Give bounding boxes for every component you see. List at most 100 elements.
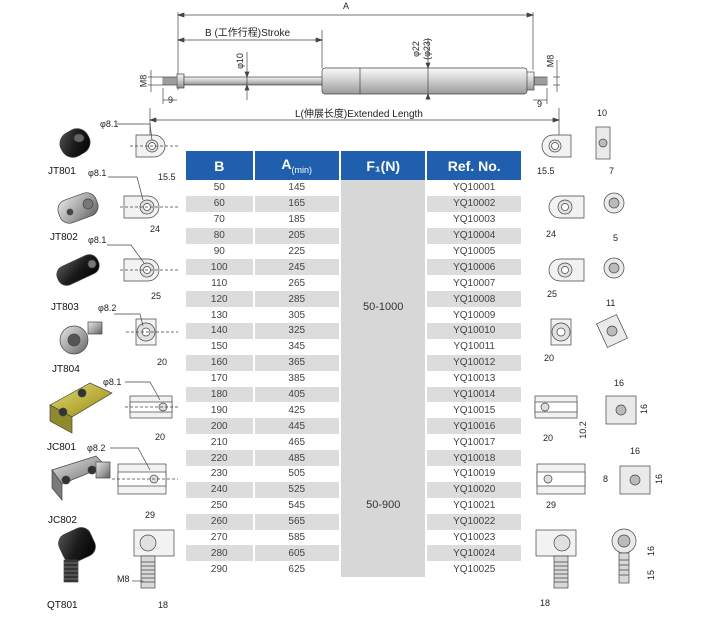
table-header-row: B A(min) F₁(N) Ref. No. (184, 151, 523, 180)
jt802-hole-label: φ8.1 (88, 168, 107, 178)
qt801-height-dim-1: 16 (646, 545, 657, 557)
jc801-right-dim: 20 (543, 433, 554, 443)
cell-b: 230 (184, 466, 255, 482)
jc801-photo (49, 382, 113, 434)
cell-b: 130 (184, 307, 255, 324)
dim-body-label-2: (φ23) (421, 38, 432, 60)
cell-b: 100 (184, 259, 255, 276)
jt804-left-drawing (126, 318, 178, 346)
jt804-photo (59, 321, 103, 355)
jt803-width-dim: 5 (613, 233, 619, 243)
cell-b: 50 (184, 180, 255, 196)
cell-b: 110 (184, 275, 255, 292)
cell-b: 210 (184, 434, 255, 451)
jt804-width-dim: 11 (606, 298, 616, 308)
jt801-left-dim: 15.5 (158, 172, 176, 182)
cell-a: 285 (252, 291, 341, 308)
cell-ref: YQ10009 (425, 307, 523, 324)
cell-ref: YQ10018 (425, 450, 523, 467)
jc802-slot-dim: 8 (603, 474, 609, 484)
jt801-right-dim: 15.5 (537, 166, 555, 176)
cell-ref: YQ10022 (425, 513, 523, 530)
cell-b: 220 (184, 450, 255, 467)
jc801-left-dim: 20 (155, 432, 166, 442)
jt802-right-dim: 24 (546, 229, 557, 239)
cell-a: 525 (252, 481, 341, 498)
qt801-height-dim-2: 15 (646, 569, 657, 581)
jc801-right-drawing (534, 395, 637, 425)
end-left-label: 9 (168, 95, 174, 105)
cell-a: 605 (252, 545, 341, 562)
jc802-hole-label: φ8.2 (87, 443, 106, 453)
cell-a: 445 (252, 418, 341, 435)
cell-b: 180 (184, 386, 255, 403)
cell-ref: YQ10008 (425, 291, 523, 308)
cell-b: 90 (184, 243, 255, 260)
dim-rod-label: φ10 (234, 53, 245, 69)
jt803-right-dim: 25 (547, 289, 558, 299)
cell-ref: YQ10010 (425, 323, 523, 339)
cell-b: 70 (184, 211, 255, 228)
cell-ref: YQ10013 (425, 370, 523, 387)
cell-b: 200 (184, 418, 255, 435)
fitting-name-jc801: JC801 (47, 442, 76, 453)
jt804-right-dim: 20 (544, 353, 555, 363)
jt801-width-dim: 10 (597, 108, 608, 118)
jt802-left-dim: 24 (150, 224, 161, 234)
fitting-name-jc802: JC802 (48, 515, 77, 526)
cell-b: 140 (184, 323, 255, 339)
cell-a: 585 (252, 529, 341, 546)
jt804-right-drawing (550, 314, 628, 348)
jt802-left-drawing (120, 195, 178, 219)
jt803-right-drawing (548, 257, 625, 282)
cell-b: 240 (184, 481, 255, 498)
cell-ref: YQ10020 (425, 481, 523, 498)
cell-ref: YQ10001 (425, 180, 523, 196)
cell-a: 325 (252, 323, 341, 339)
leader-lines (107, 123, 161, 582)
jt802-right-drawing (548, 192, 625, 219)
cell-a: 625 (252, 561, 341, 578)
jt801-left-drawing (130, 134, 178, 158)
jt804-left-dim: 20 (157, 357, 168, 367)
jc801-height-dim: 16 (639, 403, 650, 415)
cell-b: 260 (184, 513, 255, 530)
cell-a: 305 (252, 307, 341, 324)
header-b: B (184, 151, 255, 180)
cell-a: 505 (252, 466, 341, 482)
extended-length-label: L(伸展长度)Extended Length (295, 109, 423, 120)
thread-left-label: M8 (138, 74, 149, 88)
jc801-left-drawing (125, 395, 178, 419)
force-range-1: 50-1000 (338, 180, 428, 435)
cell-a: 365 (252, 354, 341, 371)
fitting-name-jt804: JT804 (52, 364, 80, 375)
cell-b: 280 (184, 545, 255, 562)
end-right-label: 9 (537, 99, 543, 109)
cell-b: 270 (184, 529, 255, 546)
qt801-photo (58, 527, 96, 583)
jc802-right-drawing (536, 463, 651, 495)
cell-ref: YQ10016 (425, 418, 523, 435)
fitting-name-jt801: JT801 (48, 166, 76, 177)
jt802-width-dim: 7 (609, 166, 615, 176)
fitting-name-jt802: JT802 (50, 232, 78, 243)
jt803-hole-label: φ8.1 (88, 235, 107, 245)
cell-ref: YQ10023 (425, 529, 523, 546)
cell-a: 145 (252, 180, 341, 196)
qt801-thread-label: M8 (117, 574, 130, 584)
jc801-hole-label: φ8.1 (103, 377, 122, 387)
cell-b: 60 (184, 195, 255, 212)
cell-ref: YQ10004 (425, 227, 523, 244)
cell-a: 245 (252, 259, 341, 276)
